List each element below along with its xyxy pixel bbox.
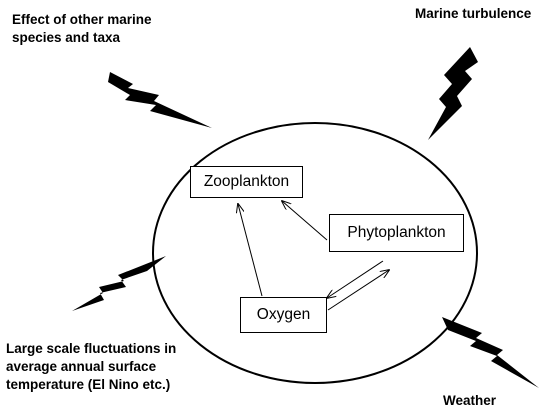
arrow-oxygen-to-zooplankton — [238, 204, 263, 297]
node-zooplankton: Zooplankton — [190, 166, 303, 198]
lightning-bolt-icon-top-left — [108, 72, 212, 128]
lightning-bolt-icon-bottom-right — [442, 317, 539, 388]
lightning-bolt-icon-top-right — [428, 47, 478, 140]
label-temperature-fluctuations: Large scale fluctuations in average annu… — [6, 341, 177, 392]
arrow-oxygen-to-phytoplankton — [327, 270, 389, 311]
node-phytoplankton: Phytoplankton — [329, 214, 464, 252]
arrow-phytoplankton-to-oxygen — [327, 260, 384, 298]
arrow-phytoplankton-to-zooplankton — [282, 201, 328, 241]
label-marine-turbulence: Marine turbulence — [415, 6, 532, 21]
system-boundary-ellipse — [152, 122, 478, 384]
label-other-marine-species: Effect of other marine species and taxa — [12, 12, 152, 45]
lightning-bolt-icon-bottom-left — [72, 256, 166, 311]
node-oxygen: Oxygen — [240, 297, 327, 333]
label-weather: Weather — [443, 393, 497, 408]
